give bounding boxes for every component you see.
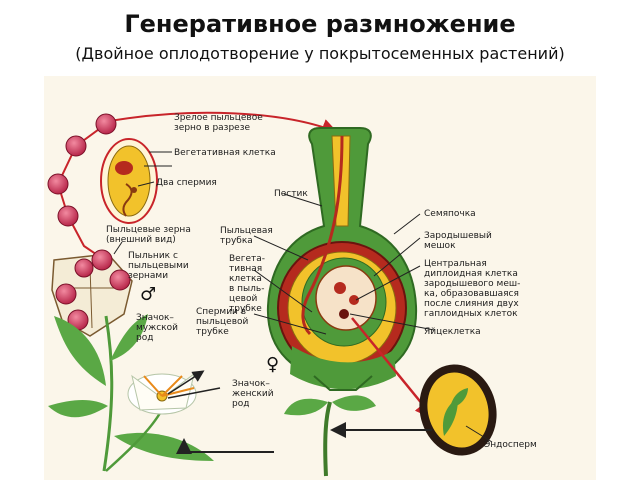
pollen-section: [100, 138, 158, 224]
label-pollen-external: Пыльцевые зерна(внешний вид): [106, 225, 191, 245]
label-line: Пестик: [274, 189, 308, 199]
label-line: Яйцеклетка: [424, 327, 481, 337]
label-line: ка, образовавшаяся: [424, 289, 519, 299]
label-line: диплоидная клетка: [424, 269, 518, 279]
label-line: мешок: [424, 241, 456, 251]
label-line: зерно в разрезе: [174, 123, 251, 133]
label-line: Эндосперм: [484, 440, 537, 450]
label-endosperm: Эндосперм: [484, 440, 537, 450]
pollen-grain: [65, 135, 87, 157]
label-line: Вегетативная клетка: [174, 148, 276, 158]
label-line: Пыльник с: [128, 251, 178, 261]
female-symbol: ♀: [266, 354, 279, 375]
pollen-grain: [95, 113, 117, 135]
male-symbol: ♂: [140, 284, 156, 305]
label-line: зернами: [128, 271, 168, 281]
label-line: (внешний вид): [106, 235, 176, 245]
label-line: Пыльцевые зерна: [106, 225, 191, 235]
seedling: [284, 395, 376, 477]
label-line: пыльцевой: [196, 317, 249, 327]
label-line: мужской: [136, 323, 178, 333]
label-line: трубка: [220, 236, 253, 246]
label-pistil: Пестик: [274, 189, 308, 199]
label-line: клетка: [229, 274, 262, 284]
label-line: зародышевого меш-: [424, 279, 520, 289]
label-line: пыльцевыми: [128, 261, 189, 271]
pollen-grain: [57, 205, 79, 227]
label-line: Центральная: [424, 259, 487, 269]
label-line: тивная: [229, 264, 262, 274]
seed-arrow: [351, 317, 436, 420]
label-line: Два спермия: [156, 178, 217, 188]
label-line: в пыль-: [229, 284, 264, 294]
flower-illustration: [48, 314, 214, 472]
label-line: Семяпочка: [424, 209, 476, 219]
label-line: Зрелое пыльцевое: [174, 113, 263, 123]
label-line: женский: [232, 389, 274, 399]
label-vegetative-cell: Вегетативная клетка: [174, 148, 276, 158]
label-ovule: Семяпочка: [424, 209, 476, 219]
label-line: цевой: [229, 294, 257, 304]
label-line: род: [232, 399, 249, 409]
label-line: Зародышевый: [424, 231, 492, 241]
label-egg-cell: Яйцеклетка: [424, 327, 481, 337]
label-line: гаплоидных клеток: [424, 309, 518, 319]
label-two-sperms: Два спермия: [156, 178, 217, 188]
page-title: Генеративное размножение: [124, 10, 516, 38]
label-line: после слияния двух: [424, 299, 519, 309]
transfer-arrow: [103, 111, 338, 135]
label-line: Значок–: [136, 313, 174, 323]
anther: [51, 249, 133, 337]
page-subtitle: (Двойное оплодотворение у покрытосеменны…: [75, 44, 565, 63]
label-line: род: [136, 333, 153, 343]
label-line: Спермии в: [196, 307, 246, 317]
label-line: Значок–: [232, 379, 270, 389]
label-line: Вегета-: [229, 254, 265, 264]
pollen-grain: [47, 173, 69, 195]
pistil: [266, 127, 418, 391]
label-line: трубке: [229, 304, 262, 314]
label-line: трубке: [196, 327, 229, 337]
label-line: Пыльцевая: [220, 226, 273, 236]
